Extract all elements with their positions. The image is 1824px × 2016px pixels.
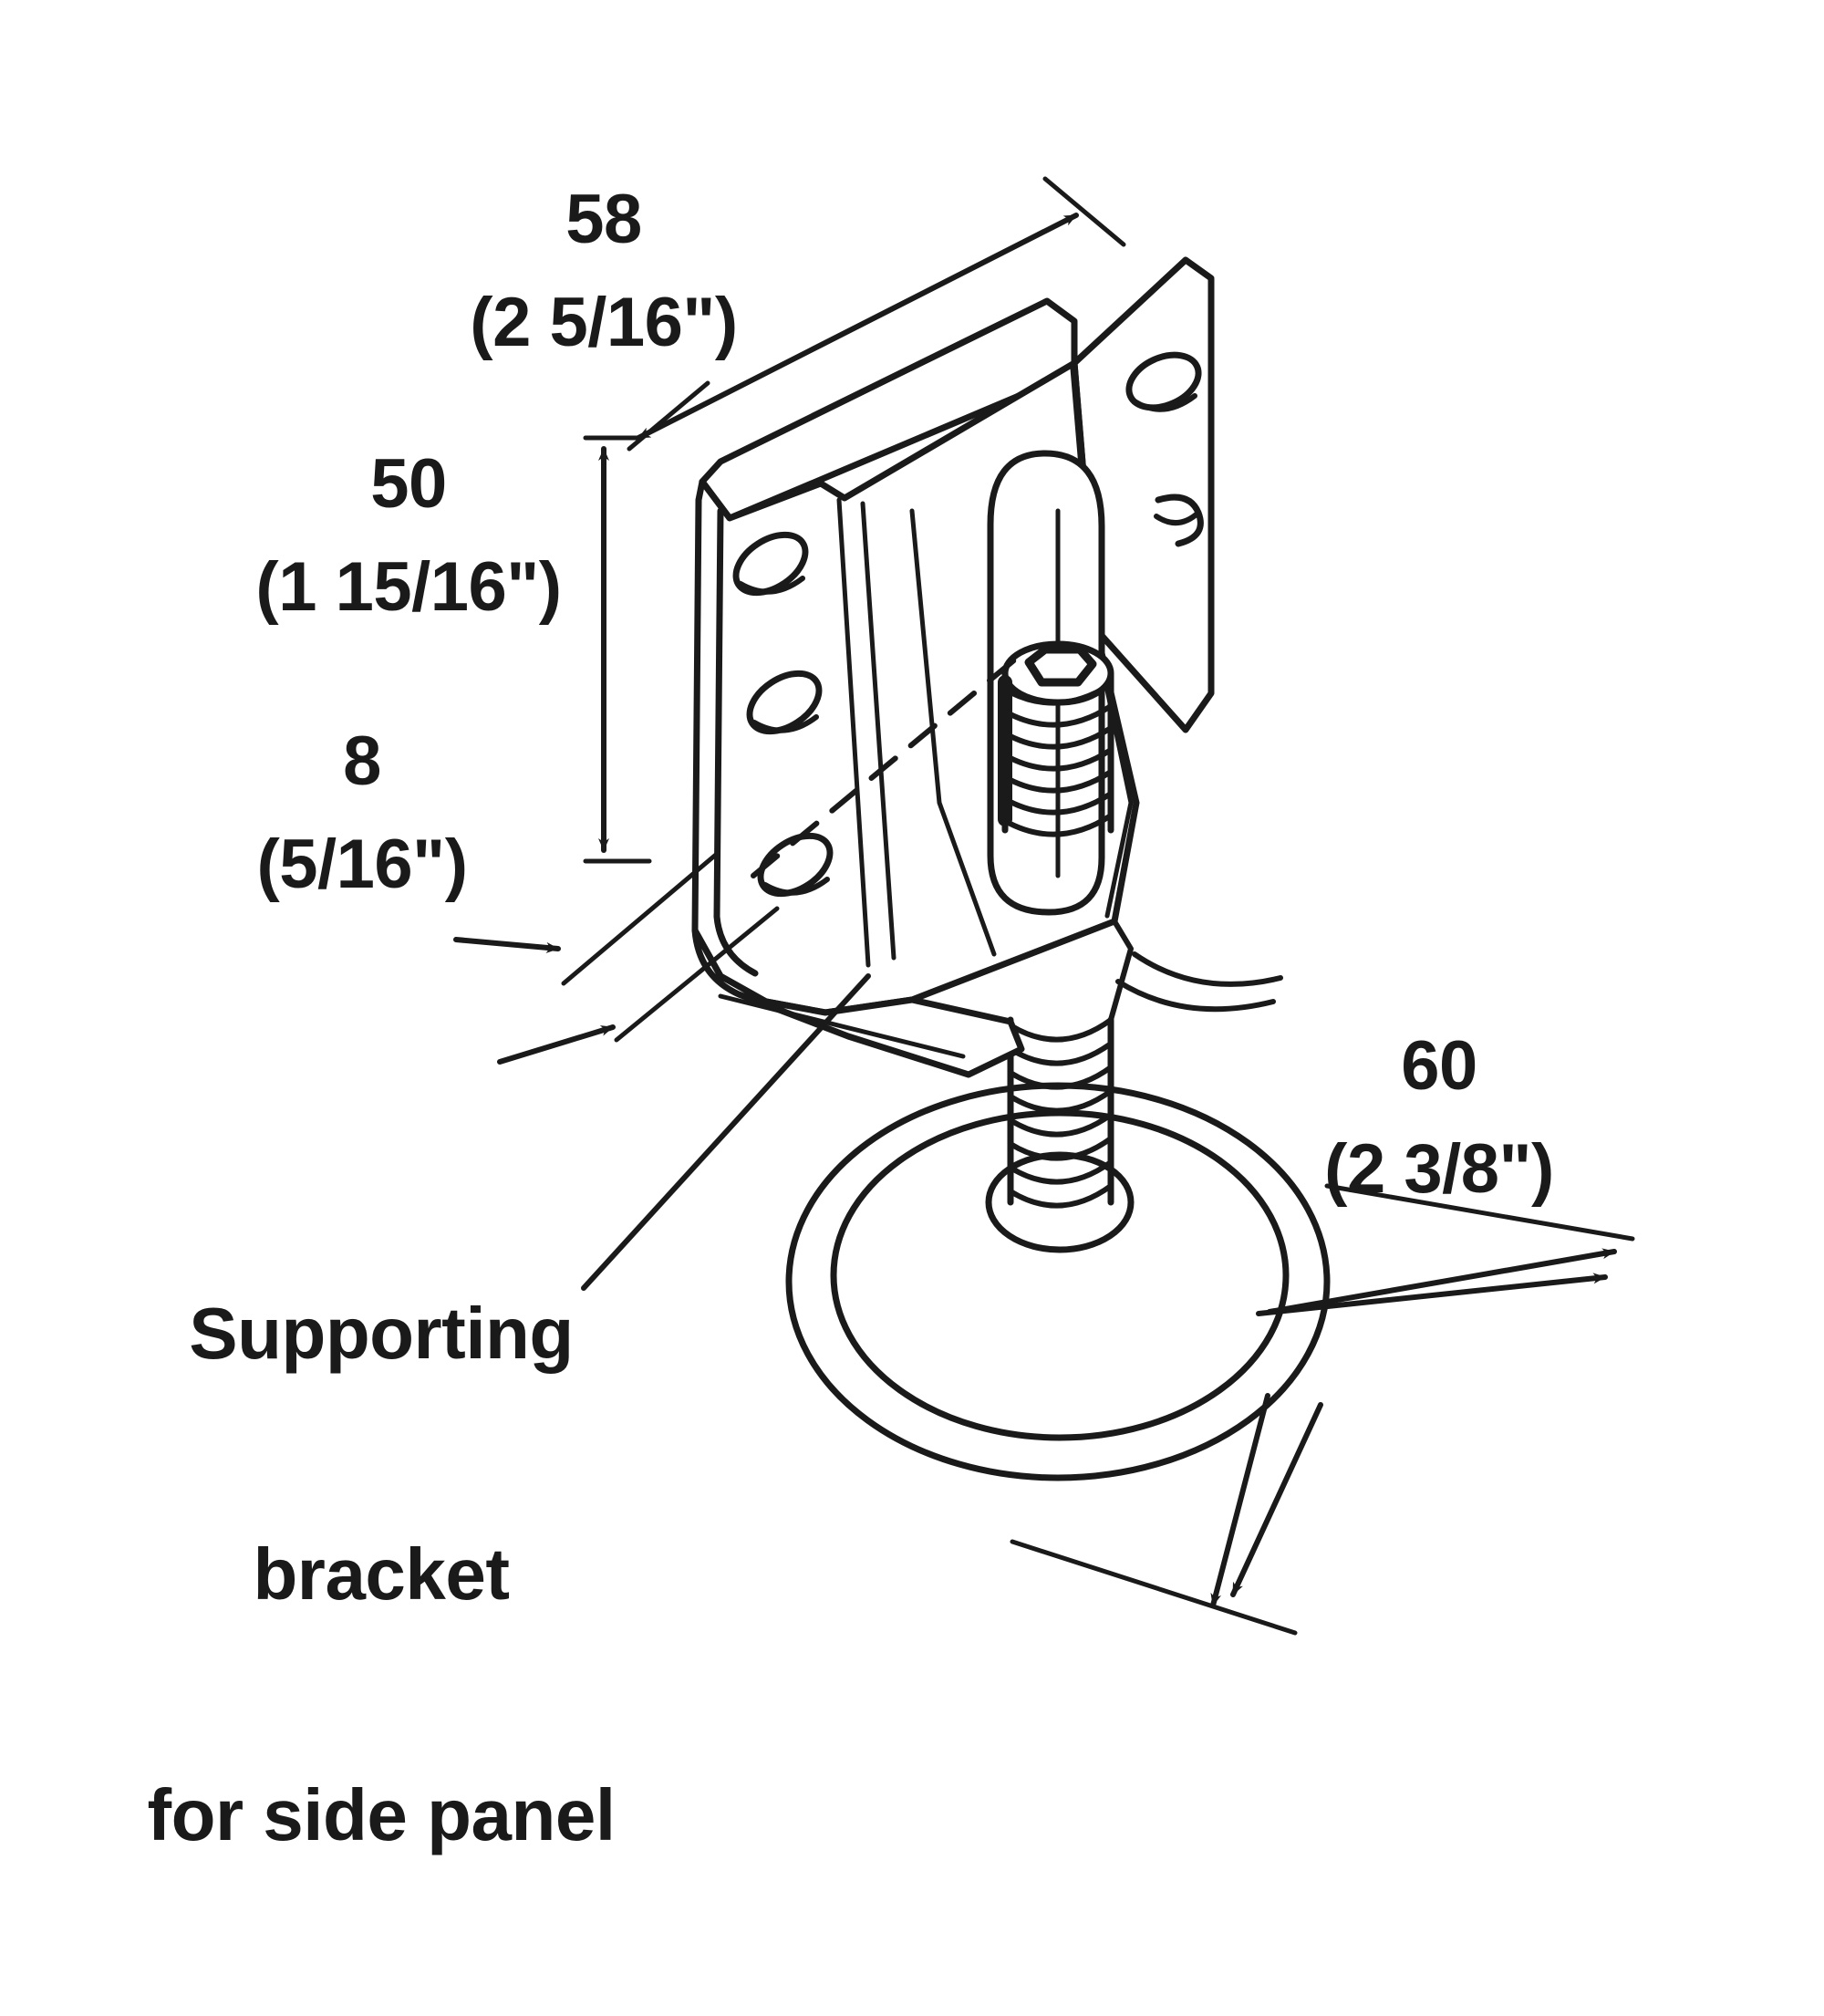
dimension-50-imperial: (1 15/16") (255, 547, 562, 626)
hex-socket-screw (998, 640, 1114, 837)
bracket-line-drawing (453, 176, 1635, 1636)
callout-supporting-bracket: Supporting bracket for side panel (144, 1133, 618, 2016)
threaded-shaft-lower (1007, 1016, 1114, 1209)
callout-leader-line (581, 973, 871, 1291)
dimension-line-8 (453, 851, 780, 1065)
dimension-50-metric: 50 (370, 445, 447, 524)
dashed-axis-line (751, 656, 1019, 878)
dimension-label-8: 8 (5/16") (212, 695, 513, 930)
dimension-8-metric: 8 (343, 722, 381, 801)
mounting-holes (732, 351, 1204, 898)
dimension-60-imperial: (2 3/8") (1324, 1129, 1554, 1208)
dimension-58-metric: 58 (565, 181, 642, 259)
dimension-8-imperial: (5/16") (256, 825, 468, 903)
technical-diagram: 58 (2 5/16") 50 (1 15/16") 8 (5/16") 60 … (147, 153, 1635, 1855)
dimension-58-imperial: (2 5/16") (470, 283, 738, 361)
callout-line-3: for side panel (147, 1774, 616, 1855)
dimension-line-60 (1010, 1183, 1635, 1636)
dimension-line-50 (583, 435, 652, 864)
dimension-label-58: 58 (2 5/16") (421, 153, 786, 389)
callout-line-1: Supporting (189, 1293, 574, 1374)
dimension-60-metric: 60 (1401, 1027, 1477, 1106)
dimension-label-50: 50 (1 15/16") (235, 418, 582, 653)
dimension-line-58 (627, 176, 1126, 452)
base-foot-disc (785, 1082, 1331, 1481)
dimension-label-60: 60 (2 3/8") (1284, 1000, 1594, 1235)
callout-line-2: bracket (253, 1533, 510, 1615)
